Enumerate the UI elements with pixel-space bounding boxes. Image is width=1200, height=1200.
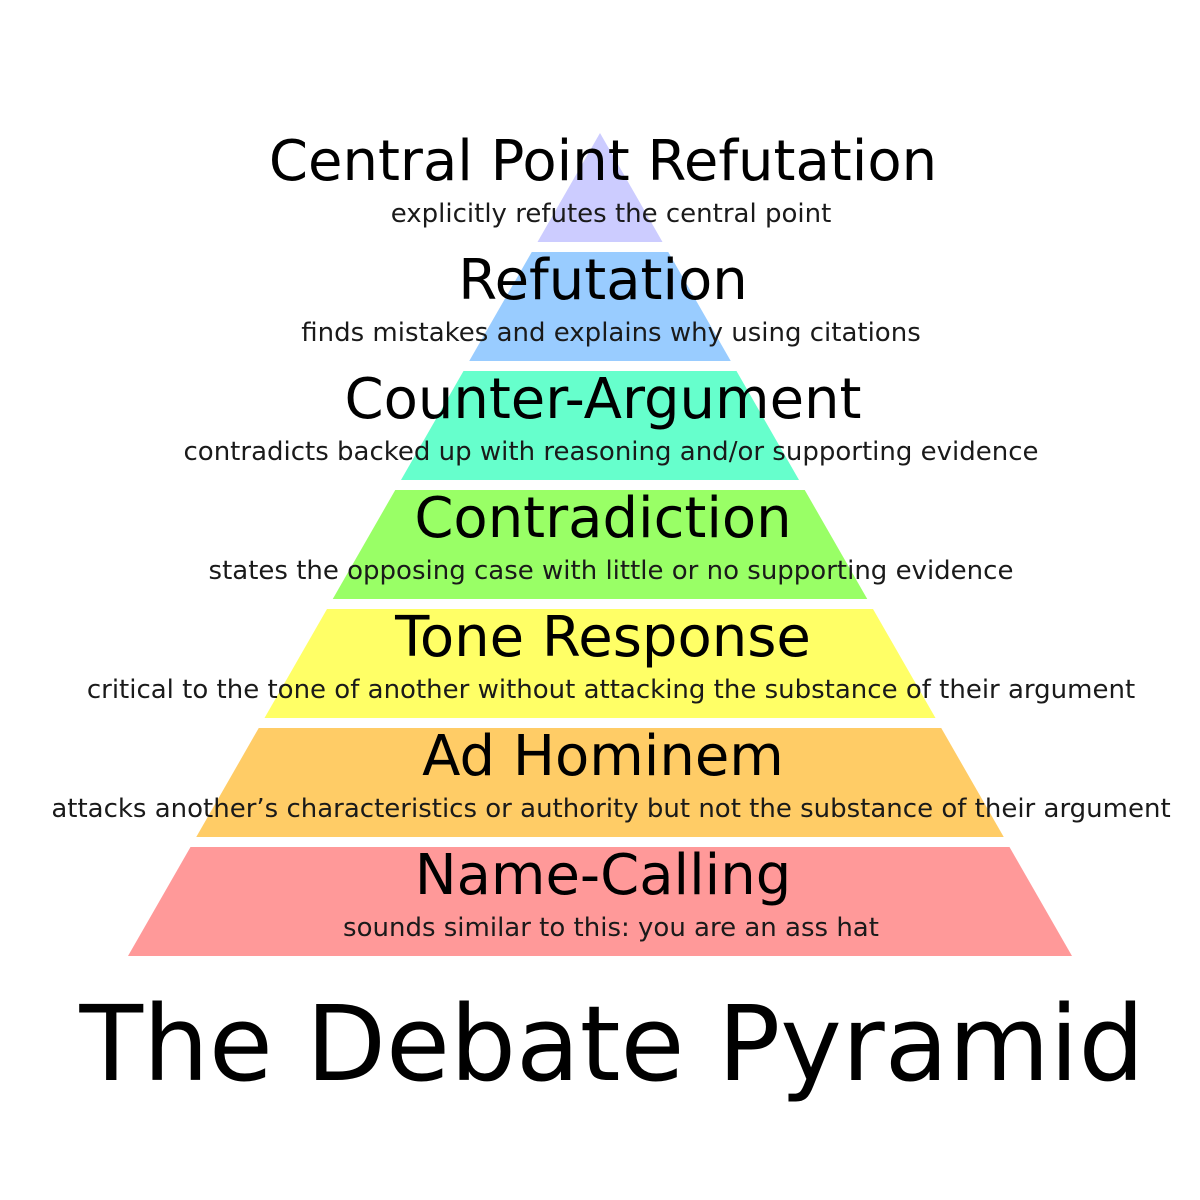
tier-description-central-point-refutation: explicitly refutes the central point <box>391 199 832 229</box>
tier-counter-argument <box>400 371 800 480</box>
tier-contradiction <box>332 490 868 599</box>
tier-tone-response <box>264 609 936 718</box>
tier-name-calling <box>128 847 1072 956</box>
tier-title-refutation: Refutation <box>458 248 748 313</box>
tier-central-point-refutation <box>537 133 663 242</box>
tier-description-contradiction: states the opposing case with little or … <box>209 556 1014 586</box>
tier-refutation <box>469 252 731 361</box>
diagram-title: The Debate Pyramid <box>78 983 1144 1105</box>
tier-description-name-calling: sounds similar to this: you are an ass h… <box>343 913 879 943</box>
tier-title-name-calling: Name-Calling <box>415 843 792 908</box>
tier-title-contradiction: Contradiction <box>414 486 791 551</box>
tier-description-refutation: finds mistakes and explains why using ci… <box>301 318 921 348</box>
tier-title-tone-response: Tone Response <box>394 605 811 670</box>
tier-title-counter-argument: Counter-Argument <box>344 367 861 432</box>
tier-ad-hominem <box>196 728 1004 837</box>
tier-description-ad-hominem: attacks another’s characteristics or aut… <box>51 794 1170 824</box>
tier-title-ad-hominem: Ad Hominem <box>422 724 784 789</box>
pyramid-tiers <box>128 133 1072 956</box>
tier-title-central-point-refutation: Central Point Refutation <box>269 129 937 194</box>
tier-description-counter-argument: contradicts backed up with reasoning and… <box>184 437 1039 467</box>
tier-description-tone-response: critical to the tone of another without … <box>87 675 1135 705</box>
pyramid-labels: Central Point Refutation explicitly refut… <box>51 129 1170 943</box>
